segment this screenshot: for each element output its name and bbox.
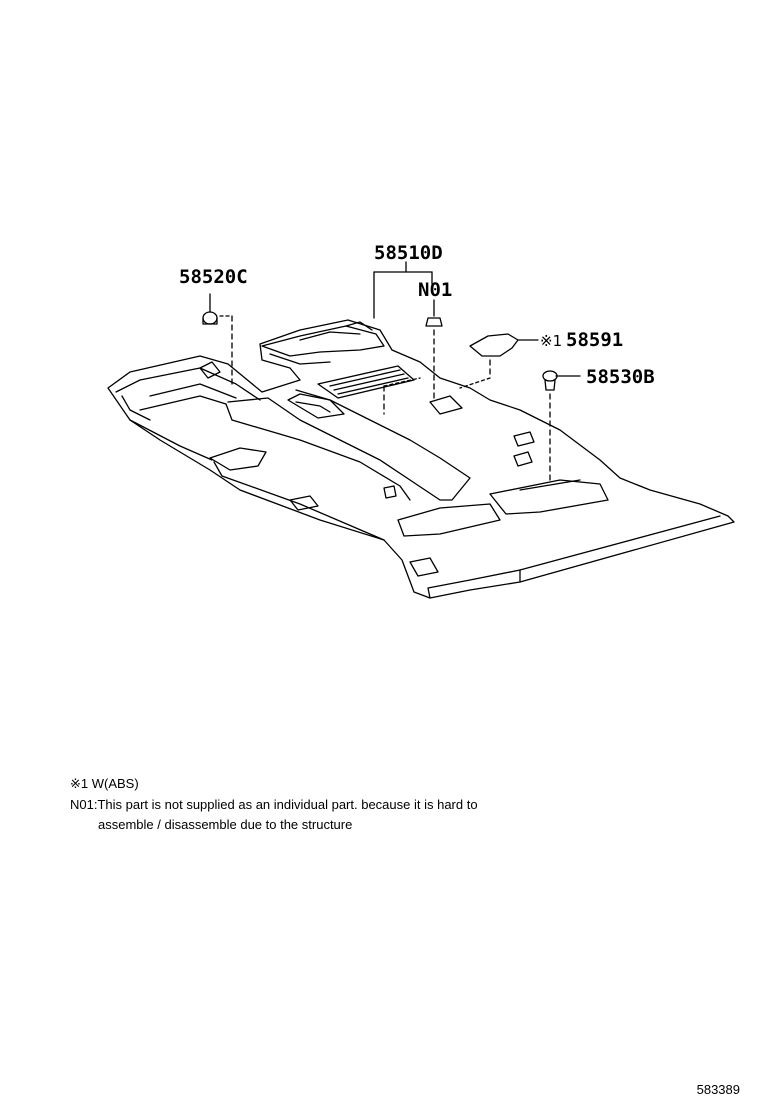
condition-note: ※1 W(ABS) <box>70 776 139 791</box>
center-tunnel <box>225 389 471 501</box>
n01-note-line1: N01:This part is not supplied as an indi… <box>70 797 478 812</box>
bracket-58510d <box>373 261 433 319</box>
cover-58591 <box>459 333 539 389</box>
callout-58591: 58591 <box>566 329 623 351</box>
clip-58530b <box>542 370 581 481</box>
plug-58520c <box>202 293 233 385</box>
center-mat <box>317 365 415 399</box>
n01-note-line2: assemble / disassemble due to the struct… <box>98 817 353 832</box>
diagram-id: 583389 <box>696 1082 740 1097</box>
callout-n01: N01 <box>418 279 452 301</box>
callout-58530b: 58530B <box>586 366 655 388</box>
floor-carpet-outline <box>107 319 735 599</box>
front-panel <box>261 321 385 365</box>
callout-reference-mark: ※1 <box>540 332 562 350</box>
clip-n01 <box>383 299 443 415</box>
callout-58520c: 58520C <box>179 266 248 288</box>
callout-58510d: 58510D <box>374 242 443 264</box>
left-panel <box>115 367 261 421</box>
rear-pads <box>199 361 609 577</box>
